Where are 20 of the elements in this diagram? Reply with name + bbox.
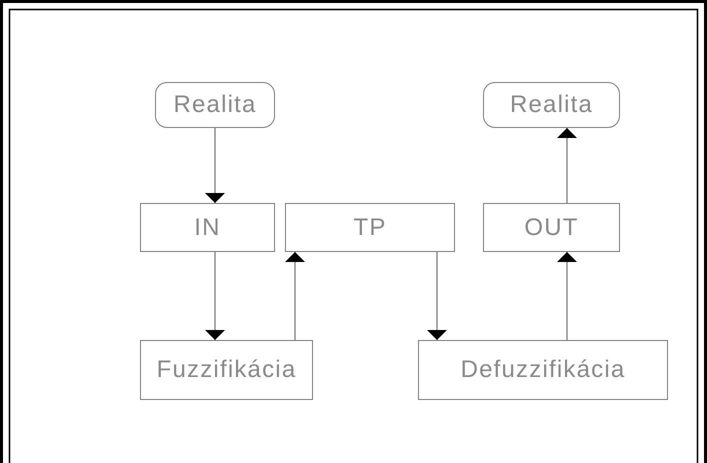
box-label: Realita: [173, 90, 257, 120]
arrow: [557, 128, 577, 203]
process-box: [140, 203, 275, 252]
arrow: [557, 252, 577, 340]
process-box: [285, 203, 455, 252]
process-box: [140, 340, 313, 400]
arrow: [205, 128, 225, 203]
process-box: [483, 203, 620, 252]
rounded-box: [483, 82, 620, 128]
arrow: [285, 252, 305, 340]
arrow: [205, 252, 225, 340]
arrow: [427, 252, 447, 340]
box-label: Defuzzifikácia: [460, 355, 626, 385]
box-label: Fuzzifikácia: [156, 355, 296, 385]
box-label: OUT: [524, 212, 579, 242]
box-label: TP: [353, 212, 387, 242]
box-label: Realita: [510, 90, 594, 120]
rounded-box: [155, 82, 275, 128]
box-label: IN: [194, 212, 221, 242]
process-box: [418, 340, 668, 400]
